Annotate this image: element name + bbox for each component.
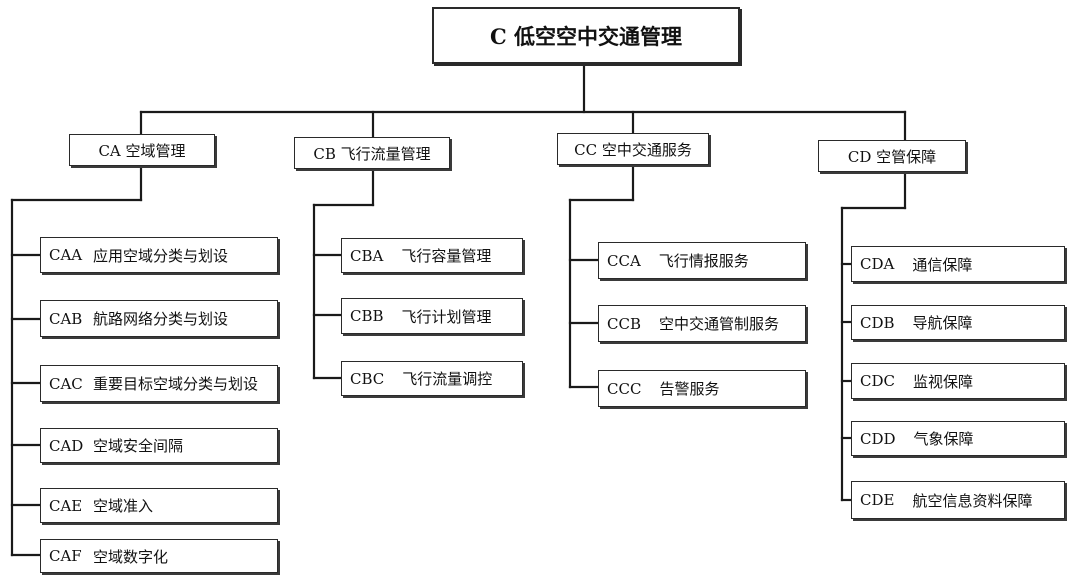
node-label: 航空信息资料保障 [912,491,1033,510]
root-label: C 低空空中交通管理 [489,23,683,49]
node-cde: CDE 航空信息资料保障 [851,481,1065,519]
category-cb: CB 飞行流量管理 [294,137,450,169]
node-code: CAF [49,547,82,565]
category-label: CA 空域管理 [98,141,186,160]
category-cc: CC 空中交通服务 [557,133,709,165]
node-label: 重要目标空域分类与划设 [93,375,259,393]
node-code: CCB [607,314,641,333]
node-code: CAB [49,309,83,328]
node-code: CAA [49,246,83,264]
node-code: CCA [607,251,641,270]
node-label: 飞行容量管理 [401,247,492,265]
node-cba: CBA 飞行容量管理 [341,238,523,273]
node-label: 导航保障 [912,314,973,332]
node-code: CDA [860,255,895,273]
node-caa: CAA 应用空域分类与划设 [40,237,278,273]
category-label: CB 飞行流量管理 [313,144,431,163]
node-cab: CAB 航路网络分类与划设 [40,300,278,337]
node-label: 监视保障 [912,372,973,391]
node-label: 空域安全间隔 [93,437,184,455]
node-label: 飞行计划管理 [401,307,492,326]
node-cad: CAD 空域安全间隔 [40,428,278,463]
node-cdb: CDB 导航保障 [851,305,1065,340]
node-cdc: CDC 监视保障 [851,363,1065,399]
node-label: 空域准入 [93,497,154,515]
category-cd: CD 空管保障 [818,140,966,172]
node-code: CAC [49,374,83,393]
node-ccb: CCB 空中交通管制服务 [598,305,806,342]
node-label: 告警服务 [659,380,720,398]
node-code: CAE [49,496,83,515]
node-cbb: CBB 飞行计划管理 [341,298,523,334]
node-label: 飞行流量调控 [402,370,493,388]
node-label: 通信保障 [912,255,973,274]
node-code: CCC [607,379,642,398]
node-code: CAD [49,436,84,455]
root-node: C 低空空中交通管理 [432,7,740,64]
node-cda: CDA 通信保障 [851,246,1065,282]
node-label: 气象保障 [913,430,974,448]
node-code: CDD [860,429,896,448]
node-label: 空域数字化 [93,547,169,566]
node-label: 航路网络分类与划设 [93,310,229,328]
node-cdd: CDD 气象保障 [851,421,1065,456]
node-ccc: CCC 告警服务 [598,370,806,407]
node-code: CDE [860,491,895,509]
node-code: CBB [350,307,384,325]
node-cae: CAE 空域准入 [40,488,278,523]
node-label: 空中交通管制服务 [658,315,779,333]
node-code: CBA [350,246,384,265]
node-code: CDB [860,313,895,332]
node-code: CDC [860,372,895,390]
node-code: CBC [350,369,385,388]
category-label: CD 空管保障 [847,147,937,166]
node-label: 飞行情报服务 [658,252,749,270]
node-cbc: CBC 飞行流量调控 [341,361,523,396]
node-caf: CAF 空域数字化 [40,539,278,573]
category-ca: CA 空域管理 [69,134,215,166]
node-cca: CCA 飞行情报服务 [598,242,806,279]
category-label: CC 空中交通服务 [574,140,692,159]
node-cac: CAC 重要目标空域分类与划设 [40,365,278,402]
node-label: 应用空域分类与划设 [93,246,229,265]
